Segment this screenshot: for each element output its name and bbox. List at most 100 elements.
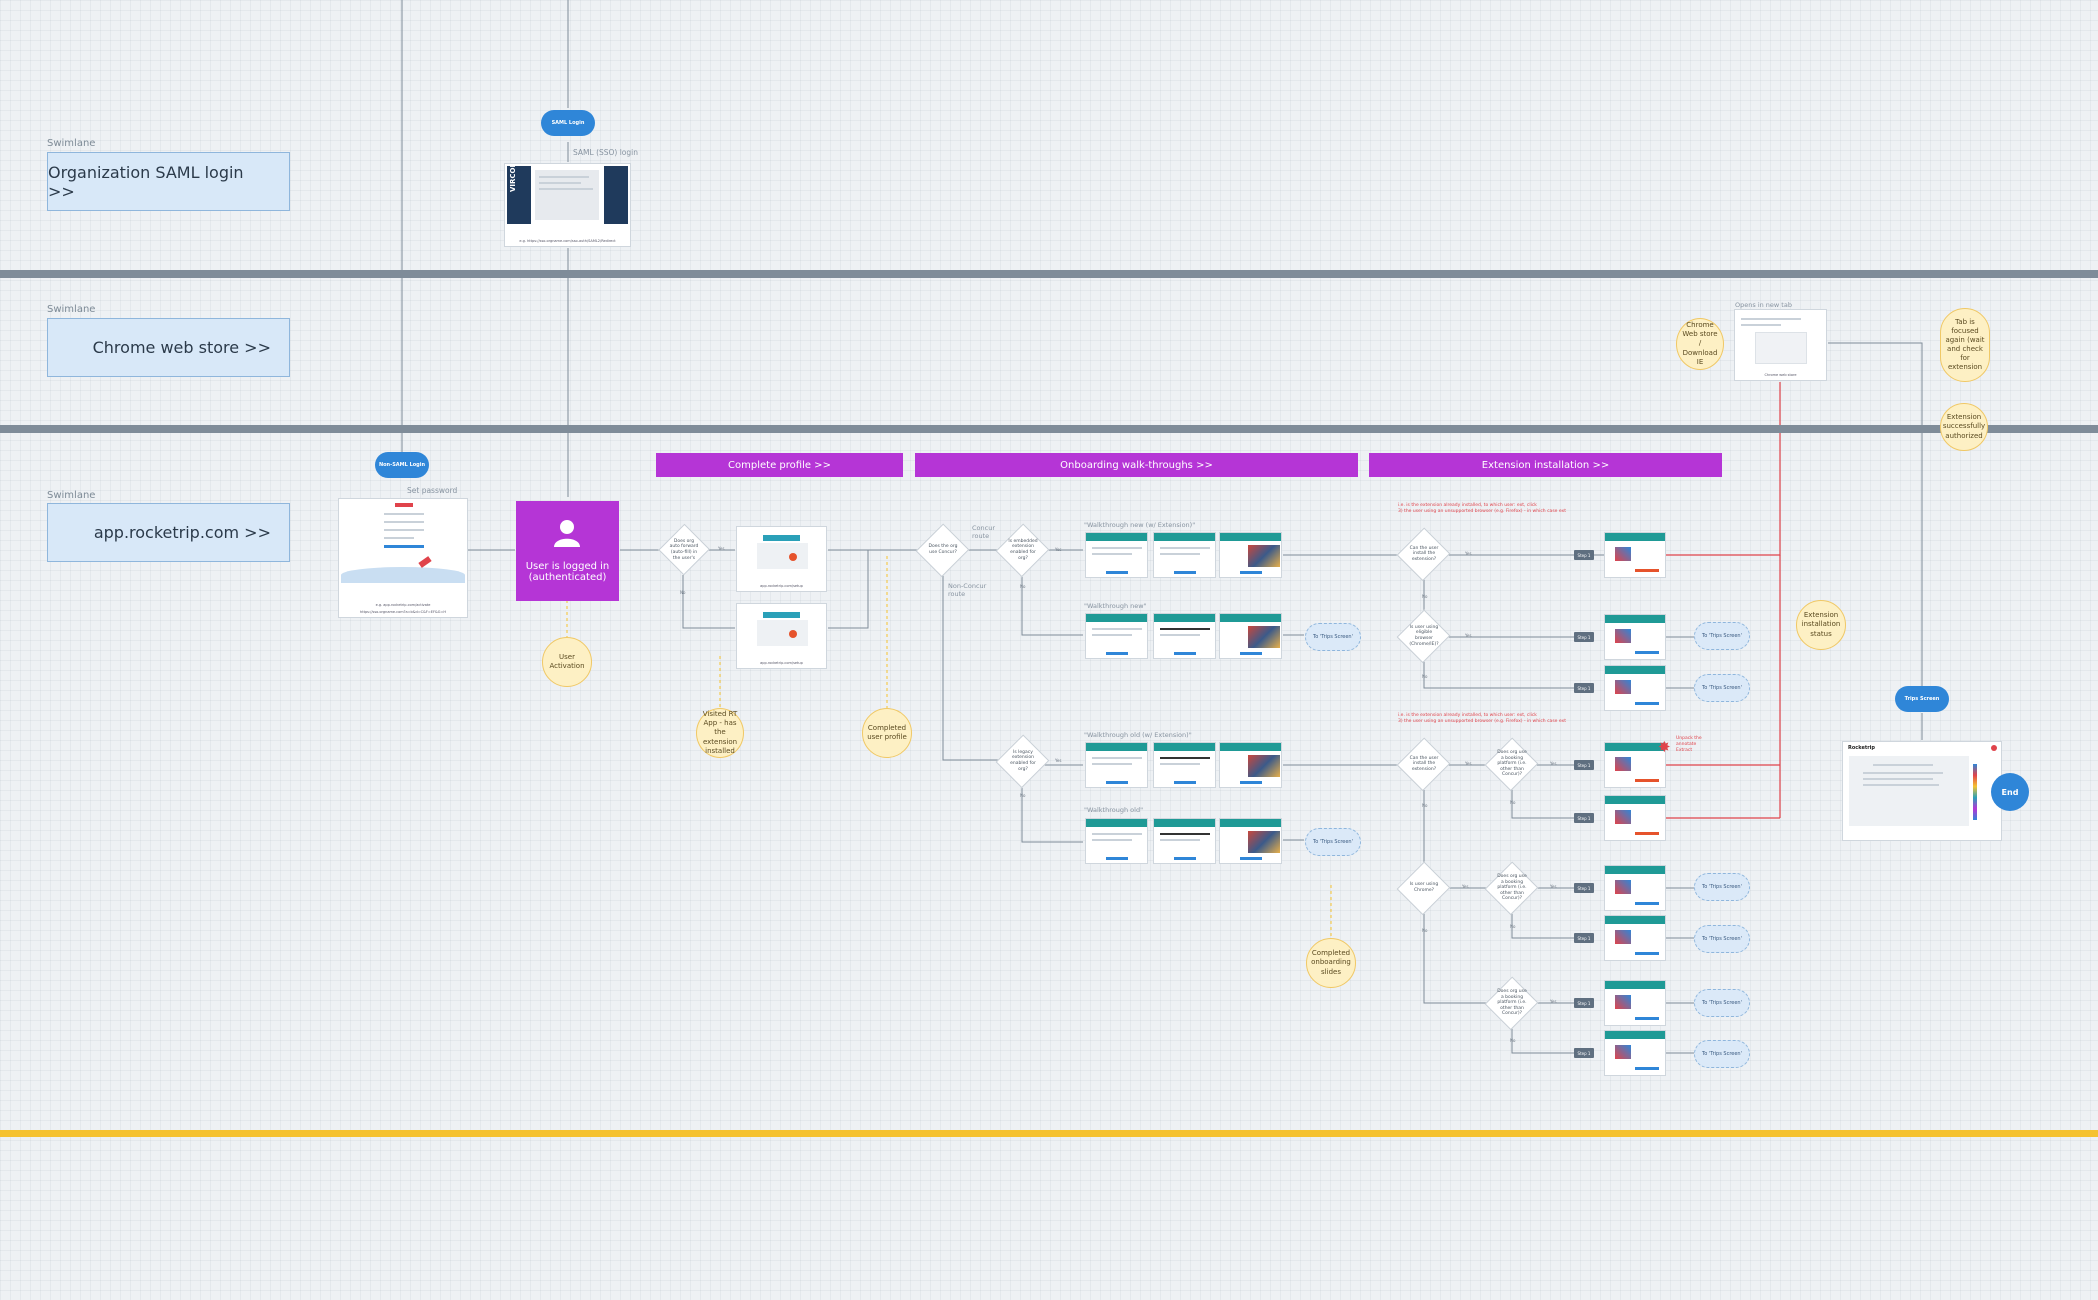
vircom-logo-text: VIRCOM xyxy=(509,163,517,192)
swimlane-label-1: Swimlane xyxy=(47,138,96,149)
profile-screenshot-2: app.rocketrip.com/setup xyxy=(736,603,827,669)
to-trips-screen-5[interactable]: To 'Trips Screen' xyxy=(1694,873,1750,901)
extension-screenshot xyxy=(1604,980,1666,1026)
red-note-2a: i.e. is the extension already installed,… xyxy=(1398,713,1537,718)
no-label: No xyxy=(680,590,686,595)
no-label-8: No xyxy=(1422,928,1428,933)
visited-rt-circle: Visited RT App - has the extension insta… xyxy=(696,708,744,758)
step-tag: Step 1 xyxy=(1574,813,1594,823)
walkthrough-slide xyxy=(1153,818,1216,864)
swimlane-title-chrome[interactable]: Chrome web store >> xyxy=(47,318,290,377)
swimlane-divider-2 xyxy=(0,425,2098,433)
set-password-label: Set password xyxy=(407,486,458,495)
red-note-1b: 3) the user using an unsupported browser… xyxy=(1398,509,1566,514)
extension-screenshot xyxy=(1604,665,1666,711)
profile-screenshot-1: app.rocketrip.com/setup xyxy=(736,526,827,592)
to-trips-screen-1[interactable]: To 'Trips Screen' xyxy=(1305,623,1361,651)
walkthrough-slide xyxy=(1085,818,1148,864)
ext-authorized-circle: Extension successfully authorized xyxy=(1940,403,1988,451)
section-extension-install[interactable]: Extension installation >> xyxy=(1369,453,1722,477)
login-caption-b: https://sso.orgname.com?a=b&d=C&F=EF&G=H xyxy=(359,610,447,614)
trips-screen-pill[interactable]: Trips Screen xyxy=(1895,686,1949,712)
yes-label-8: Yes xyxy=(1462,884,1469,889)
walkthrough-slide xyxy=(1085,613,1148,659)
yes-label-7: Yes xyxy=(1550,761,1557,766)
step-tag: Step 1 xyxy=(1574,933,1594,943)
walkthrough-slide xyxy=(1153,532,1216,578)
no-label-5: No xyxy=(1422,674,1428,679)
walkthrough-slide xyxy=(1219,532,1282,578)
to-trips-screen-4[interactable]: To 'Trips Screen' xyxy=(1694,674,1750,702)
end-node[interactable]: End xyxy=(1991,773,2029,811)
extension-screenshot xyxy=(1604,742,1666,788)
to-trips-screen-2[interactable]: To 'Trips Screen' xyxy=(1305,828,1361,856)
saml-sso-label: SAML (SSO) login xyxy=(573,148,638,157)
swimlane-divider-bottom xyxy=(0,1130,2098,1137)
walkthrough-slide xyxy=(1219,742,1282,788)
red-note-1a: i.e. is the extension already installed,… xyxy=(1398,503,1537,508)
to-trips-screen-8[interactable]: To 'Trips Screen' xyxy=(1694,1040,1750,1068)
no-label-4: No xyxy=(1422,594,1428,599)
rocketrip-logo-text: Rocketrip xyxy=(1848,745,1875,751)
decision-user-chrome: Is user using Chrome? xyxy=(1397,861,1451,915)
to-trips-screen-3[interactable]: To 'Trips Screen' xyxy=(1694,622,1750,650)
red-note-2b: 3) the user using an unsupported browser… xyxy=(1398,719,1566,724)
user-authenticated-box[interactable]: User is logged in (authenticated) xyxy=(516,501,619,601)
opens-new-tab-label: Opens in new tab xyxy=(1735,301,1792,309)
walk-old-label: "Walkthrough old" xyxy=(1084,806,1144,814)
swimlane-label-3: Swimlane xyxy=(47,490,96,501)
concur-route-label: Concur route xyxy=(972,524,996,540)
section-onboarding[interactable]: Onboarding walk-throughs >> xyxy=(915,453,1358,477)
user-box-line1: User is logged in xyxy=(525,561,610,572)
walkthrough-slide xyxy=(1085,742,1148,788)
step-tag: Step 1 xyxy=(1574,632,1594,642)
extension-screenshot xyxy=(1604,532,1666,578)
step-tag: Step 1 xyxy=(1574,550,1594,560)
decision-supported-browser: Is user using eligible browser (Chrome/I… xyxy=(1397,609,1451,663)
swimlane-label-2: Swimlane xyxy=(47,304,96,315)
saml-login-pill[interactable]: SAML Login xyxy=(541,110,595,136)
to-trips-screen-7[interactable]: To 'Trips Screen' xyxy=(1694,989,1750,1017)
swimlane-title-app[interactable]: app.rocketrip.com >> xyxy=(47,503,290,562)
trips-screen-screenshot: Rocketrip xyxy=(1842,741,2002,841)
decision-can-install-1: Can the user install the extension? xyxy=(1397,527,1451,581)
no-label-10: No xyxy=(1510,1038,1516,1043)
no-label-7: No xyxy=(1510,800,1516,805)
walk-new-ext-label: "Walkthrough new (w/ Extension)" xyxy=(1084,521,1196,529)
decision-org-concur: Does the org use Concur? xyxy=(916,523,970,577)
yes-label-6: Yes xyxy=(1465,761,1472,766)
step-tag: Step 1 xyxy=(1574,998,1594,1008)
completed-profile-circle: Completed user profile xyxy=(862,708,912,758)
no-label-9: No xyxy=(1510,924,1516,929)
decision-booking-platform-1: Does org use a booking platform (i.e. ot… xyxy=(1485,737,1539,791)
user-activation-circle: User Activation xyxy=(542,637,592,687)
chrome-store-circle: Chrome Web store / Download IE xyxy=(1676,318,1724,370)
step-tag: Step 1 xyxy=(1574,883,1594,893)
yes-label-3: Yes xyxy=(1055,758,1062,763)
non-concur-route-label: Non-Concur route xyxy=(948,582,987,598)
swimlane-title-saml[interactable]: Organization SAML login >> xyxy=(47,152,290,211)
extension-screenshot xyxy=(1604,1030,1666,1076)
to-trips-screen-6[interactable]: To 'Trips Screen' xyxy=(1694,925,1750,953)
non-saml-login-pill[interactable]: Non-SAML Login xyxy=(375,452,429,478)
decision-can-install-2: Can the user install the extension? xyxy=(1397,737,1451,791)
starburst-icon: ✸ xyxy=(1658,738,1671,756)
decision-booking-platform-2: Does org use a booking platform (i.e. ot… xyxy=(1485,861,1539,915)
step-tag: Step 1 xyxy=(1574,760,1594,770)
walkthrough-slide xyxy=(1219,613,1282,659)
decision-booking-platform-3: Does org use a booking platform (i.e. ot… xyxy=(1485,976,1539,1030)
extension-screenshot xyxy=(1604,865,1666,911)
unpack-note: Unpack the annotate Extract xyxy=(1676,736,1702,753)
user-box-line2: (authenticated) xyxy=(528,572,607,583)
walk-old-ext-label: "Walkthrough old (w/ Extension)" xyxy=(1084,731,1192,739)
yes-label-9: Yes xyxy=(1550,884,1557,889)
tab-focused-circle: Tab is focused again (wait and check for… xyxy=(1940,308,1990,382)
completed-onboarding-circle: Completed onboarding slides xyxy=(1306,938,1356,988)
extension-screenshot xyxy=(1604,915,1666,961)
decision-auto-forward: Does org auto forward (auto-fill) in the… xyxy=(658,524,710,576)
yes-label-2: Yes xyxy=(1055,547,1062,552)
no-label-3: No xyxy=(1020,793,1026,798)
section-complete-profile[interactable]: Complete profile >> xyxy=(656,453,903,477)
